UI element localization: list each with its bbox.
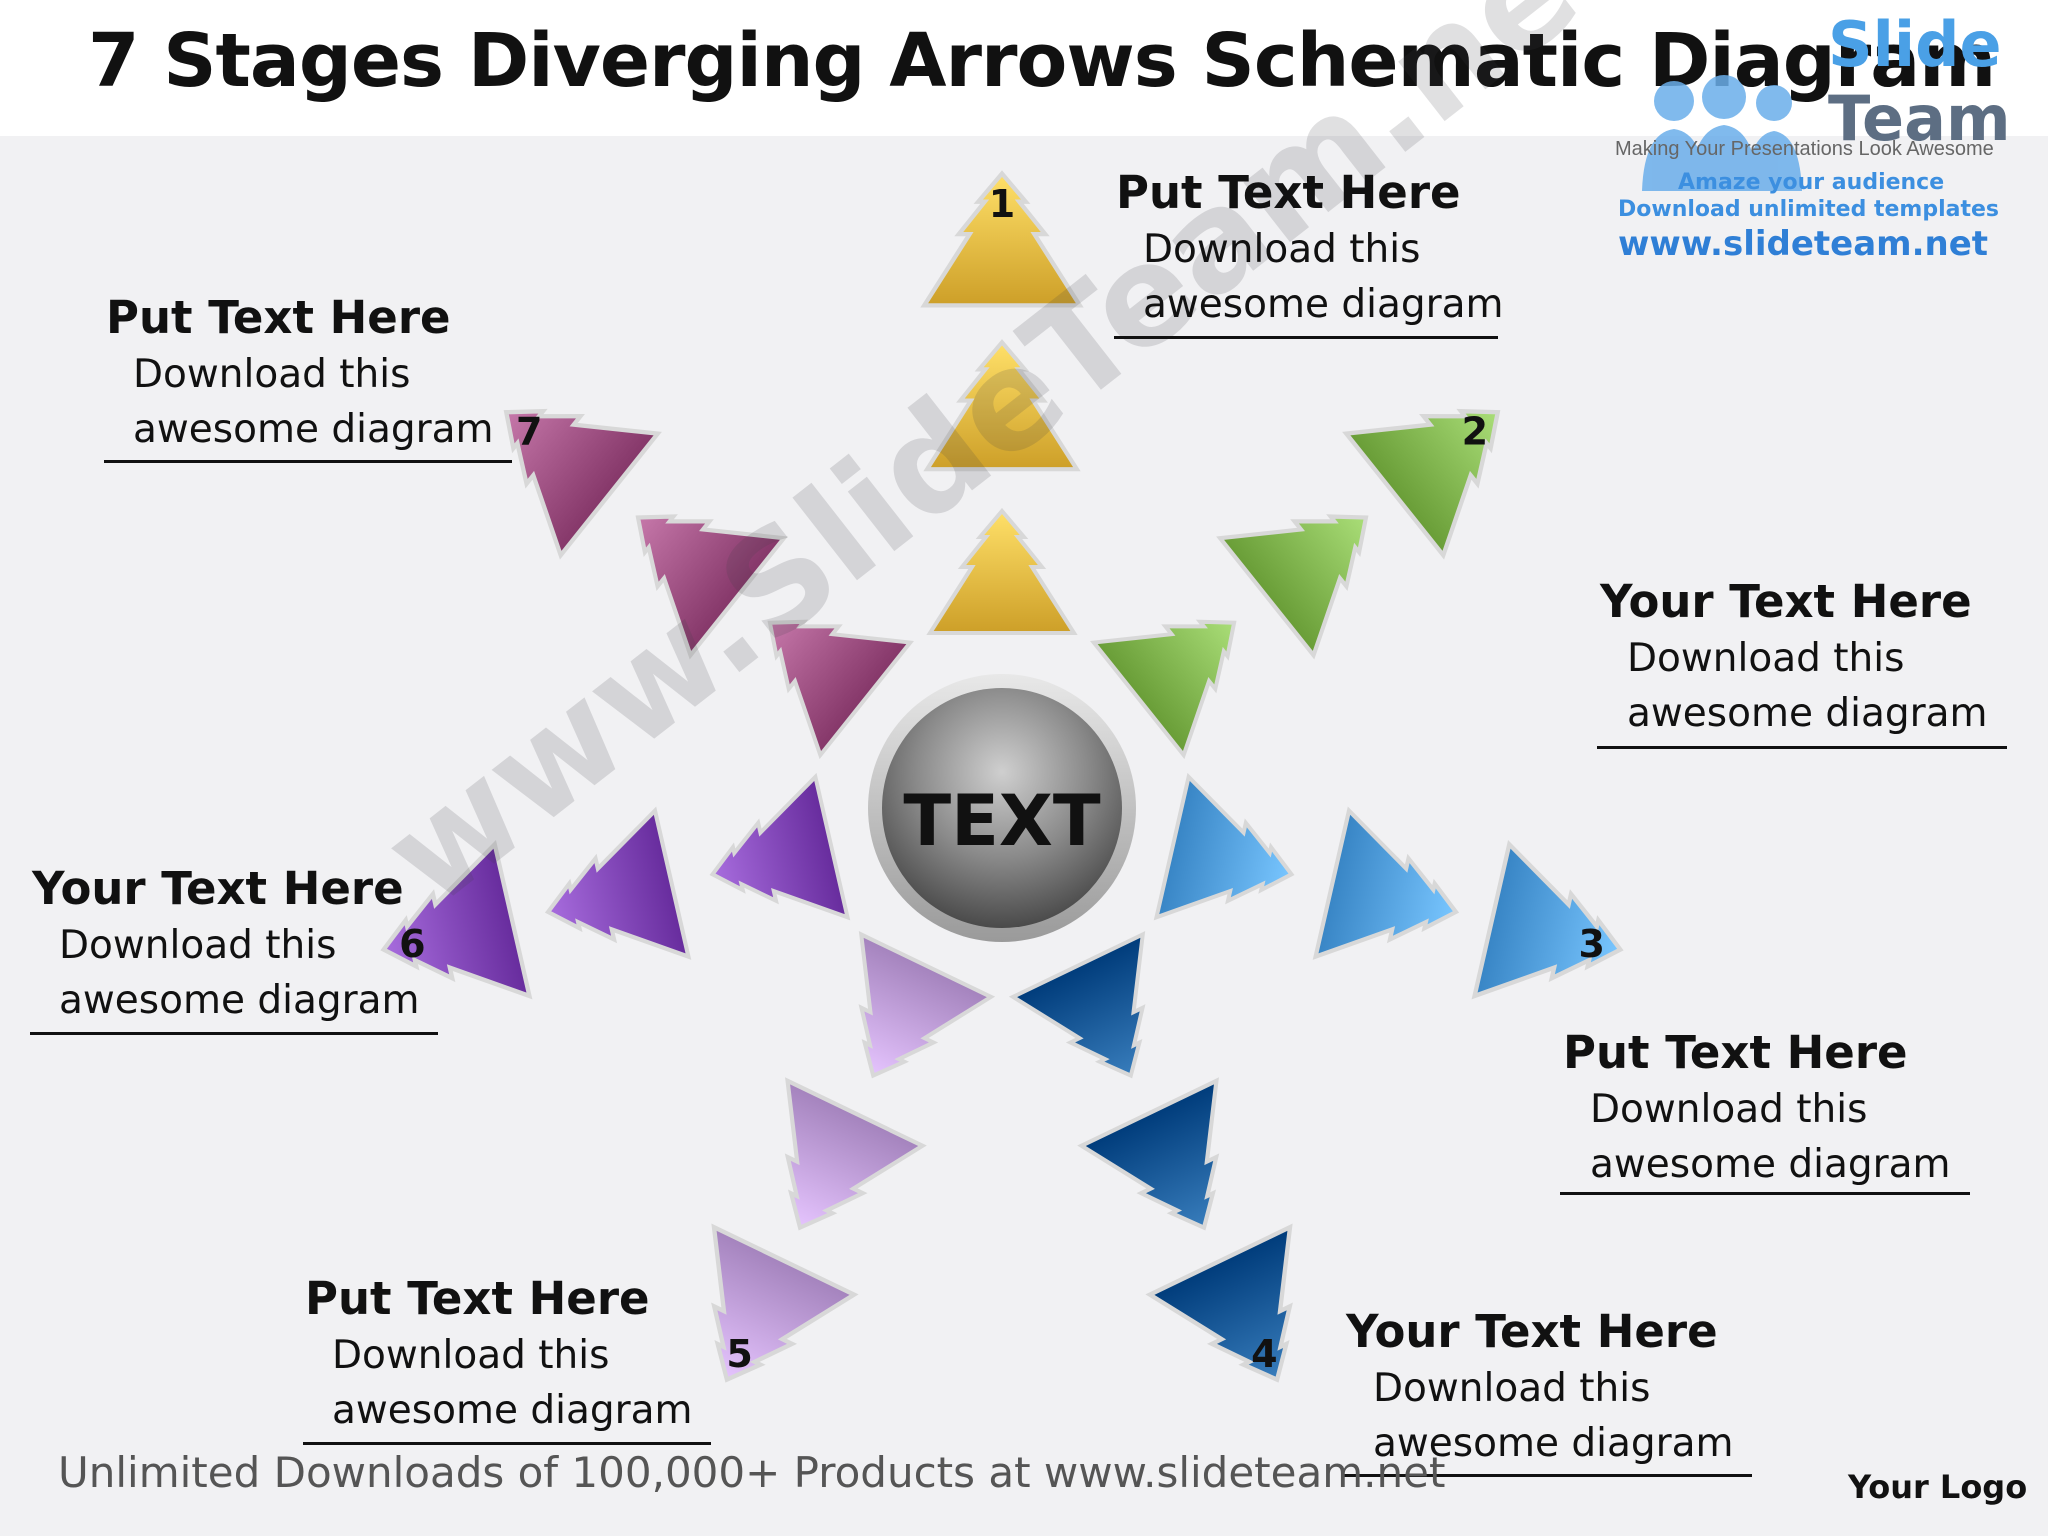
callout-line-1: Download this — [1627, 636, 1905, 681]
callout-line-1: Download this — [1143, 227, 1421, 272]
callout-heading: Put Text Here — [106, 291, 451, 344]
arrow-chain-stage-1 — [920, 170, 1084, 635]
callout-stage-6: Your Text Here Download this awesome dia… — [32, 860, 420, 1028]
header-band — [0, 0, 2048, 136]
callout-stage-4: Your Text Here Download this awesome dia… — [1346, 1303, 1734, 1471]
callout-line-1: Download this — [133, 352, 411, 397]
arrow-chain-stage-2 — [1089, 408, 1501, 760]
arrow-segment — [711, 1223, 859, 1383]
callout-heading: Put Text Here — [305, 1272, 650, 1325]
brand-name-slide: Slide — [1828, 8, 2002, 81]
arrow-segment — [709, 772, 851, 921]
callout-stage-1: Put Text Here Download this awesome diag… — [1116, 164, 1504, 332]
callout-rule-stage-3 — [1560, 1192, 1970, 1195]
arrow-segment — [1077, 1077, 1220, 1231]
callout-heading: Your Text Here — [32, 862, 404, 915]
stage-number-4: 4 — [1251, 1332, 1277, 1376]
arrows-layer — [380, 170, 1624, 1383]
arrow-segment — [1471, 840, 1624, 1000]
callout-line-1: Download this — [1590, 1087, 1868, 1132]
arrow-segment — [1153, 772, 1295, 921]
callout-rule-stage-1 — [1114, 336, 1498, 339]
callout-heading: Put Text Here — [1563, 1026, 1908, 1079]
brand-logo-icon — [1642, 75, 1802, 191]
arrow-segment — [503, 408, 662, 560]
callout-stage-3: Put Text Here Download this awesome diag… — [1563, 1024, 1951, 1192]
center-hub: TEXT — [868, 674, 1136, 942]
callout-line-2: awesome diagram — [1143, 282, 1504, 327]
brand-promo-line-1: Amaze your audience — [1678, 170, 1945, 195]
arrow-chain-stage-5 — [711, 931, 996, 1383]
hub-circle — [882, 688, 1122, 928]
stage-number-5: 5 — [726, 1332, 752, 1376]
callout-line-2: awesome diagram — [1590, 1142, 1951, 1187]
brand-name-team: Team — [1828, 82, 2011, 155]
callout-line-2: awesome diagram — [133, 407, 494, 452]
arrow-segment — [1145, 1223, 1293, 1383]
callout-rule-stage-6 — [30, 1032, 438, 1035]
arrow-segment — [1089, 619, 1237, 760]
callout-line-1: Download this — [332, 1333, 610, 1378]
callout-stage-7: Put Text Here Download this awesome diag… — [106, 289, 494, 457]
callout-rule-stage-2 — [1597, 746, 2007, 749]
arrow-chain-stage-7 — [503, 408, 915, 760]
callout-heading: Your Text Here — [1346, 1305, 1718, 1358]
stage-number-6: 6 — [399, 922, 425, 966]
arrow-segment — [923, 339, 1081, 472]
arrow-segment — [1342, 408, 1501, 560]
hub-label: TEXT — [903, 780, 1101, 862]
callout-heading: Your Text Here — [1600, 575, 1972, 628]
arrow-segment — [1312, 806, 1460, 960]
arrow-segment — [858, 931, 996, 1079]
callout-line-2: awesome diagram — [1627, 691, 1988, 736]
arrow-segment — [1216, 514, 1369, 660]
footer-text: Unlimited Downloads of 100,000+ Products… — [58, 1448, 1446, 1497]
arrow-segment — [380, 840, 533, 1000]
brand-url-link[interactable]: www.slideteam.net — [1618, 224, 1989, 264]
brand-promo-line-2: Download unlimited templates — [1618, 197, 2000, 222]
arrow-segment — [544, 806, 692, 960]
brand-tagline: Making Your Presentations Look Awesome — [1615, 138, 1994, 160]
arrow-segment — [1008, 931, 1146, 1079]
callout-rule-stage-4 — [1344, 1474, 1752, 1477]
stage-number-1: 1 — [989, 182, 1015, 226]
callout-rule-stage-5 — [303, 1442, 711, 1445]
arrow-segment — [784, 1077, 927, 1231]
callout-rule-stage-7 — [104, 460, 512, 463]
stage-number-2: 2 — [1462, 410, 1488, 454]
arrow-chain-stage-3 — [1153, 772, 1624, 1000]
arrow-segment — [767, 619, 915, 760]
logo-placeholder: Your Logo — [1848, 1468, 2028, 1506]
callout-line-2: awesome diagram — [332, 1388, 693, 1433]
callout-line-1: Download this — [59, 923, 337, 968]
arrow-segment — [635, 514, 788, 660]
arrow-chain-stage-6 — [380, 772, 851, 1000]
callout-line-2: awesome diagram — [59, 978, 420, 1023]
arrow-segment — [920, 170, 1084, 308]
callout-stage-2: Your Text Here Download this awesome dia… — [1600, 573, 1988, 741]
stage-number-7: 7 — [516, 410, 542, 454]
callout-heading: Put Text Here — [1116, 166, 1461, 219]
arrow-segment — [926, 507, 1078, 635]
callout-stage-5: Put Text Here Download this awesome diag… — [305, 1270, 693, 1438]
callout-line-1: Download this — [1373, 1366, 1651, 1411]
stage-number-3: 3 — [1578, 922, 1604, 966]
stage-numbers-layer: 1 2 3 4 5 6 7 — [399, 182, 1605, 1376]
callout-line-2: awesome diagram — [1373, 1421, 1734, 1466]
arrow-chain-stage-4 — [1008, 931, 1293, 1383]
